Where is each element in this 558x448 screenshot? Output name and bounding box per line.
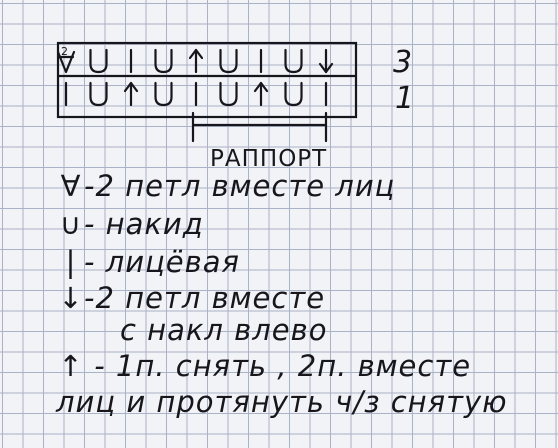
row-label-3: 3 [393,45,413,80]
yarn-over-icon: ∪ [59,207,83,241]
legend-item-ssk: ↓-2 петл вместе [58,284,325,313]
yarn-over-symbol [219,48,238,74]
knit-icon: | [65,245,77,279]
legend-text: с накл влево [120,313,328,347]
yarn-over-symbol [89,48,108,74]
legend-text: -2 петл вместе [84,281,326,315]
k2tog-icon: ∀ [60,169,82,203]
sk2p-symbol [123,81,139,107]
legend-text: - лицёвая [84,245,240,279]
legend-item-ssk-continued: с накл влево [58,316,327,345]
repeat-bracket [191,111,328,143]
repeat-label: РАППОРТ [210,146,328,172]
k2tog-count-mark: 2 [61,45,68,58]
yarn-over-symbol [284,81,303,107]
legend-item-sk2p-continued: лиц и протянуть ч/з снятую [56,388,508,417]
yarn-over-symbol [219,81,238,107]
sk2p-symbol [253,81,269,107]
legend-text: лиц и протянуть ч/з снятую [56,385,508,419]
sk2p-symbol [188,48,204,74]
sk2p-icon: ↑ [58,349,84,383]
ssk-icon: ↓ [58,281,84,315]
legend-item-sk2p: ↑ - 1п. снять , 2п. вместе [58,352,471,381]
chart-frame [56,41,358,119]
yarn-over-symbol [284,48,303,74]
legend-text: -2 петл вместе лиц [84,169,396,203]
legend-item-k2tog: ∀-2 петл вместе лиц [58,172,395,201]
legend-text: - 1п. снять , 2п. вместе [84,349,472,383]
legend-text: - накид [84,207,204,241]
ssk-symbol [318,48,334,74]
legend-item-knit: |- лицёвая [58,248,240,277]
row-label-1: 1 [395,81,415,116]
yarn-over-symbol [154,48,173,74]
legend-item-yarn-over: ∪- накид [58,210,204,239]
k2tog-symbol [56,50,76,74]
yarn-over-symbol [89,81,108,107]
yarn-over-symbol [154,81,173,107]
